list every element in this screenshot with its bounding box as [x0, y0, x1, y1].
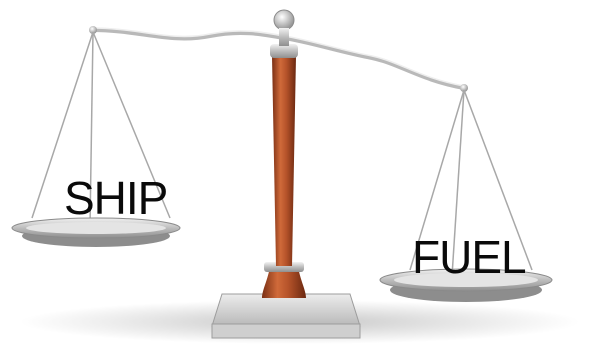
scale-base — [212, 294, 360, 338]
left-pan-label: SHIP — [64, 175, 167, 221]
scale-pillar — [272, 56, 296, 266]
scale-top-knob — [274, 10, 294, 30]
right-pan-label: FUEL — [412, 234, 526, 280]
